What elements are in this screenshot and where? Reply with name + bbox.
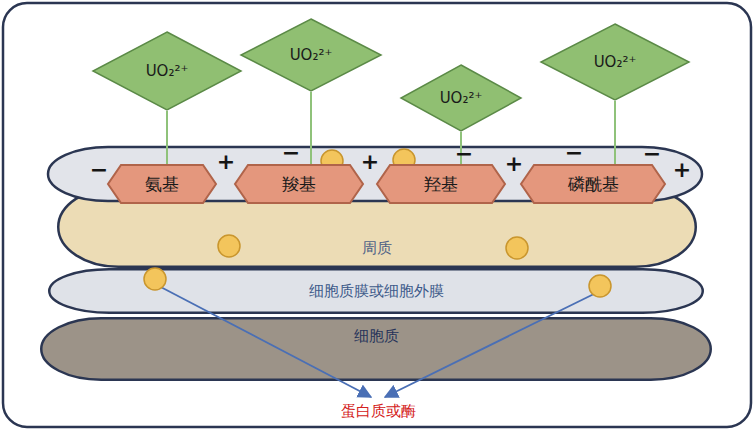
charge-sign: + <box>361 151 379 173</box>
protein-dot <box>506 237 528 259</box>
node-outline <box>93 32 241 110</box>
node-outline <box>241 19 381 91</box>
node-outline <box>108 165 216 203</box>
charge-sign: − <box>90 159 108 181</box>
charge-sign: − <box>455 143 473 165</box>
binding-line <box>614 101 616 164</box>
pointer-arrow <box>385 291 600 397</box>
layer-label: 细胞质 <box>354 327 399 346</box>
charge-sign: − <box>643 143 661 165</box>
binding-line <box>310 92 312 164</box>
node-outline <box>377 165 505 203</box>
cell-layer-band: 细胞质 <box>40 317 712 381</box>
node-outline <box>541 24 689 100</box>
group-label: 羟基 <box>424 173 458 196</box>
node-outline <box>401 65 521 131</box>
pointer-arrow <box>155 284 371 397</box>
uranyl-diamond: UO₂²⁺ <box>92 31 242 111</box>
output-label: 蛋白质或酶 <box>341 404 416 419</box>
layer-label: 细胞质膜或细胞外膜 <box>309 282 444 301</box>
node-outline <box>41 318 711 380</box>
layer-label: 周质 <box>362 239 392 258</box>
ion-label: UO₂²⁺ <box>146 62 189 80</box>
group-label: 氨基 <box>145 173 179 196</box>
ion-label: UO₂²⁺ <box>594 53 637 71</box>
protein-dot <box>589 275 611 297</box>
protein-dot <box>218 235 240 257</box>
uranyl-diamond: UO₂²⁺ <box>540 23 690 101</box>
functional-group-hexagon: 磷酰基 <box>520 164 666 204</box>
uranyl-diamond: UO₂²⁺ <box>240 18 382 92</box>
outer-frame <box>3 3 751 427</box>
charge-sign: + <box>505 153 523 175</box>
group-label: 磷酰基 <box>568 173 619 196</box>
charge-sign: − <box>282 142 300 164</box>
binding-line <box>166 111 168 164</box>
functional-group-hexagon: 羟基 <box>376 164 506 204</box>
node-outline <box>235 165 363 203</box>
functional-group-hexagon: 羧基 <box>234 164 364 204</box>
protein-dot <box>144 268 166 290</box>
node-outline <box>521 165 665 203</box>
ion-label: UO₂²⁺ <box>290 46 333 64</box>
cell-wall-band <box>48 147 702 201</box>
cell-layer-band-shape <box>40 317 712 381</box>
functional-group-hexagon: 氨基 <box>107 164 217 204</box>
charge-sign: + <box>673 159 691 181</box>
uranyl-diamond: UO₂²⁺ <box>400 64 522 132</box>
charge-sign: + <box>217 151 235 173</box>
ion-label: UO₂²⁺ <box>440 89 483 107</box>
charge-sign: − <box>565 142 583 164</box>
group-label: 羧基 <box>282 173 316 196</box>
